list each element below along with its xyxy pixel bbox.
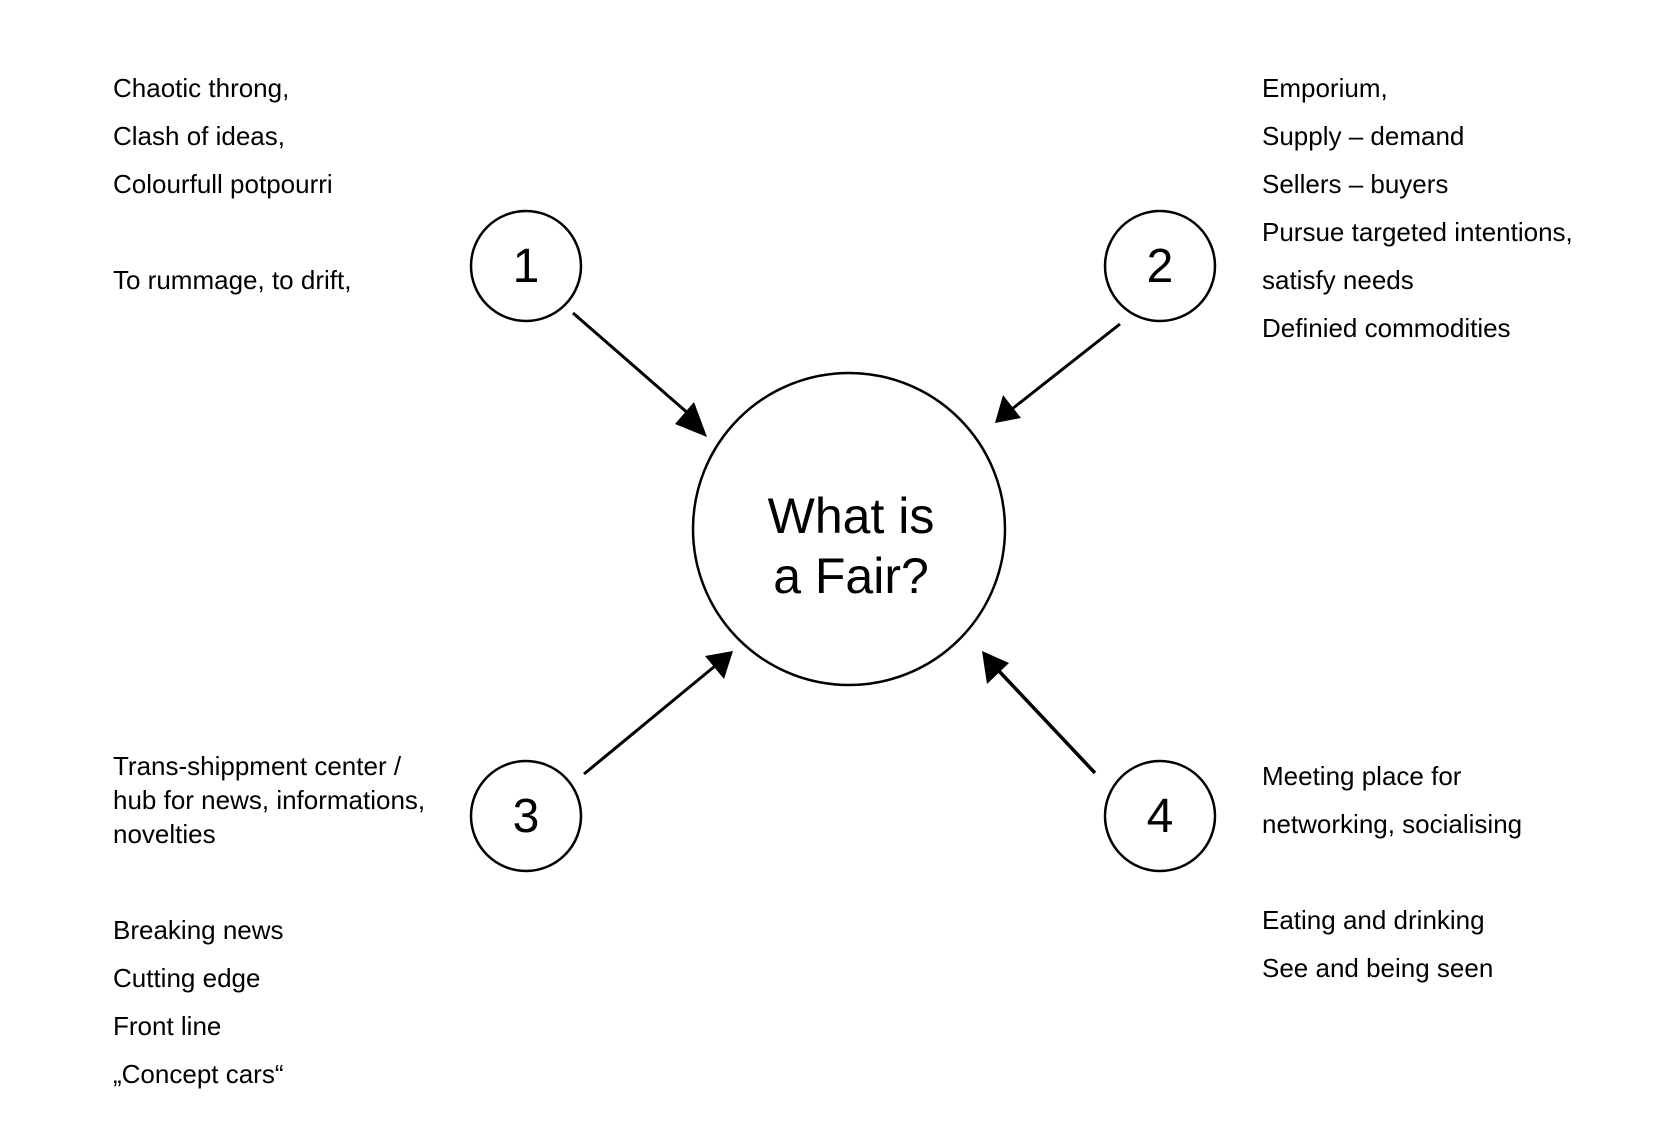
arrow-1-to-center <box>572 311 707 437</box>
quadrant-4-line: networking, socialising <box>1262 809 1523 839</box>
node-4-label: 4 <box>1147 790 1174 843</box>
quadrant-2-line: Sellers – buyers <box>1262 169 1449 199</box>
node-1: 1 <box>469 209 583 323</box>
arrow-4-to-center <box>982 651 1097 775</box>
quadrant-1-line: Colourfull potpourri <box>113 169 333 199</box>
center-node: What is a Fair? <box>691 371 1007 687</box>
quadrant-2-line: Supply – demand <box>1262 121 1465 151</box>
center-title-line-1: What is <box>768 488 935 544</box>
quadrant-3-line: Breaking news <box>113 915 284 945</box>
quadrant-1-line: To rummage, to drift, <box>113 265 352 295</box>
quadrant-4-spacer <box>1262 848 1522 896</box>
arrow-3-to-center <box>583 651 733 776</box>
node-1-label: 1 <box>513 240 540 293</box>
node-4: 4 <box>1103 759 1217 873</box>
quadrant-1-text: Chaotic throng, Clash of ideas, Colourfu… <box>113 64 351 304</box>
center-title-line-2: a Fair? <box>773 548 929 604</box>
quadrant-2-line: Definied commodities <box>1262 313 1511 343</box>
node-2: 2 <box>1103 209 1217 323</box>
quadrant-3-line: „Concept cars“ <box>113 1059 284 1089</box>
node-3-label: 3 <box>513 790 540 843</box>
quadrant-2-line: Pursue targeted intentions, <box>1262 217 1573 247</box>
quadrant-3-line: Trans-shippment center / <box>113 751 402 781</box>
quadrant-4-line: Meeting place for <box>1262 761 1462 791</box>
quadrant-3-line: Front line <box>113 1011 222 1041</box>
quadrant-2-line: satisfy needs <box>1262 265 1414 295</box>
quadrant-3-text-top: Trans-shippment center / hub for news, i… <box>113 749 425 851</box>
quadrant-3-line: hub for news, informations, <box>113 785 426 815</box>
quadrant-3-text-bottom: Breaking news Cutting edge Front line „C… <box>113 906 284 1098</box>
quadrant-2-line: Emporium, <box>1262 73 1388 103</box>
quadrant-3-line: novelties <box>113 819 216 849</box>
quadrant-1-line: Clash of ideas, <box>113 121 285 151</box>
quadrant-4-line: See and being seen <box>1262 953 1494 983</box>
quadrant-1-line: Chaotic throng, <box>113 73 290 103</box>
quadrant-4-line: Eating and drinking <box>1262 905 1485 935</box>
quadrant-1-spacer <box>113 208 351 256</box>
arrow-2-to-center <box>995 322 1121 423</box>
quadrant-3-line: Cutting edge <box>113 963 261 993</box>
node-2-label: 2 <box>1147 240 1174 293</box>
node-3: 3 <box>469 759 583 873</box>
quadrant-2-text: Emporium, Supply – demand Sellers – buye… <box>1262 64 1573 352</box>
quadrant-4-text: Meeting place for networking, socialisin… <box>1262 752 1522 992</box>
